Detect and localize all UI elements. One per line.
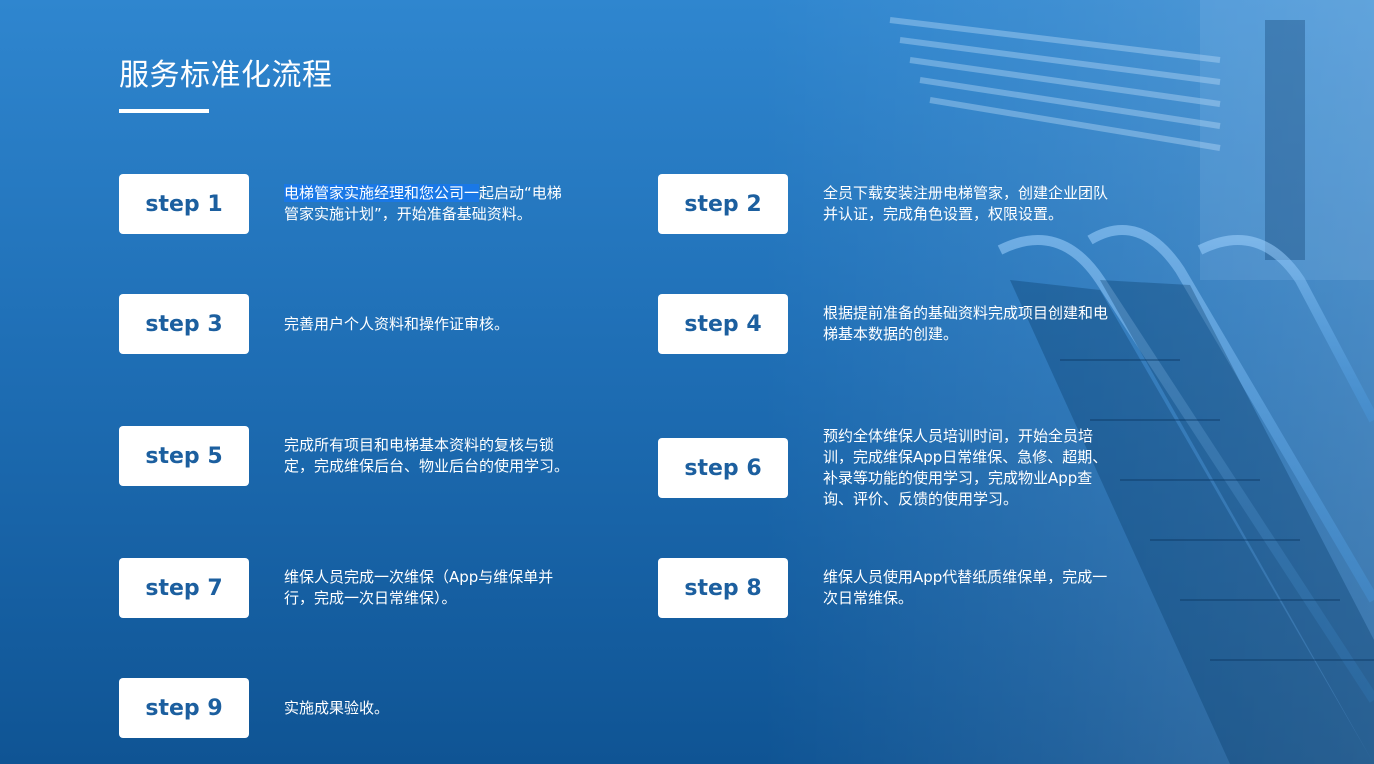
- step-badge-8: step 8: [658, 558, 788, 618]
- step-description-2[interactable]: 全员下载安装注册电梯管家，创建企业团队并认证，完成角色设置，权限设置。: [823, 184, 1109, 223]
- step-item-7: step 7 维保人员完成一次维保（App与维保单并行，完成一次日常维保）。: [119, 558, 574, 618]
- step-item-5: step 5 完成所有项目和电梯基本资料的复核与锁定，完成维保后台、物业后台的使…: [119, 426, 574, 486]
- step-badge-1: step 1: [119, 174, 249, 234]
- step-item-8: step 8 维保人员使用App代替纸质维保单，完成一次日常维保。: [658, 558, 1113, 618]
- selected-text: 电梯管家实施经理和您公司一: [284, 184, 480, 202]
- step-badge-6: step 6: [658, 438, 788, 498]
- step-description-1[interactable]: 电梯管家实施经理和您公司一起启动“电梯管家实施计划”，开始准备基础资料。: [284, 183, 574, 225]
- page-title: 服务标准化流程: [119, 58, 333, 93]
- step-item-9: step 9 实施成果验收。: [119, 678, 574, 738]
- step-badge-4: step 4: [658, 294, 788, 354]
- step-item-1: step 1 电梯管家实施经理和您公司一起启动“电梯管家实施计划”，开始准备基础…: [119, 174, 574, 234]
- step-item-2: step 2 全员下载安装注册电梯管家，创建企业团队并认证，完成角色设置，权限设…: [658, 174, 1113, 234]
- step-description-3[interactable]: 完善用户个人资料和操作证审核。: [284, 314, 510, 333]
- step-badge-7: step 7: [119, 558, 249, 618]
- step-badge-2: step 2: [658, 174, 788, 234]
- step-description-6[interactable]: 预约全体维保人员培训时间，开始全员培训，完成维保App日常维保、急修、超期、补录…: [823, 427, 1108, 508]
- unselected-text: 起启动“电梯管家实施计划”，开始准备基础资料。: [284, 184, 562, 223]
- step-badge-9: step 9: [119, 678, 249, 738]
- step-description-9[interactable]: 实施成果验收。: [284, 698, 390, 717]
- step-description-8[interactable]: 维保人员使用App代替纸质维保单，完成一次日常维保。: [823, 568, 1108, 607]
- step-description-7[interactable]: 维保人员完成一次维保（App与维保单并行，完成一次日常维保）。: [284, 568, 554, 607]
- step-badge-5: step 5: [119, 426, 249, 486]
- step-description-4[interactable]: 根据提前准备的基础资料完成项目创建和电梯基本数据的创建。: [823, 304, 1109, 343]
- step-item-6: step 6 预约全体维保人员培训时间，开始全员培训，完成维保App日常维保、急…: [658, 426, 1113, 510]
- escalator-background-image: [760, 0, 1374, 764]
- step-description-5[interactable]: 完成所有项目和电梯基本资料的复核与锁定，完成维保后台、物业后台的使用学习。: [284, 436, 570, 475]
- title-underline: [119, 109, 209, 113]
- step-badge-3: step 3: [119, 294, 249, 354]
- step-item-4: step 4 根据提前准备的基础资料完成项目创建和电梯基本数据的创建。: [658, 294, 1113, 354]
- step-item-3: step 3 完善用户个人资料和操作证审核。: [119, 294, 574, 354]
